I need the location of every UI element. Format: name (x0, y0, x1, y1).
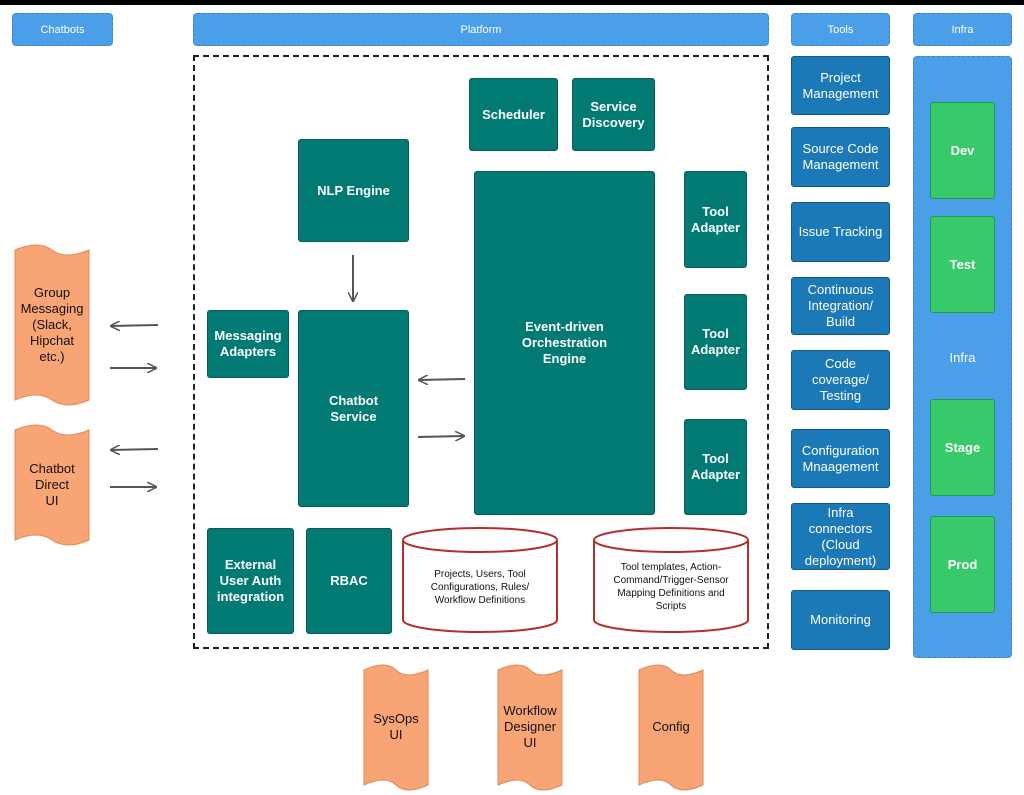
header-tools: Tools (791, 13, 890, 46)
sysops-ui-shape (363, 664, 429, 791)
tool-issue-tracking: Issue Tracking (791, 202, 890, 262)
group-messaging-shape (14, 244, 90, 406)
tool-adapter-box-3: Tool Adapter (684, 419, 747, 515)
env-stage: Stage (930, 399, 995, 496)
env-prod: Prod (930, 516, 995, 613)
config-ui-shape (638, 664, 704, 791)
tool-continuous-integration: Continuous Integration/ Build (791, 277, 890, 335)
external-auth-box: External User Auth integration (207, 528, 294, 634)
tool-adapter-box-2: Tool Adapter (684, 294, 747, 390)
scheduler-box: Scheduler (469, 78, 558, 151)
arrow-orch-chatbot (419, 379, 466, 380)
db-projects-cylinder (402, 527, 558, 633)
db-projects-label: Projects, Users, Tool Configurations, Ru… (430, 568, 530, 606)
db-templates-label: Tool templates, Action- Command/Trigger-… (613, 562, 729, 612)
tool-code-coverage: Code coverage/ Testing (791, 350, 890, 410)
tool-project-management: Project Management (791, 56, 890, 115)
tool-adapter-box-1: Tool Adapter (684, 171, 747, 268)
top-border (0, 0, 1024, 5)
sysops-ui: SysOps UI (373, 711, 419, 742)
workflow-designer-ui: Workflow Designer UI (503, 703, 557, 750)
infra-label: Infra (949, 350, 976, 365)
chatbot-direct-ui-shape (14, 424, 90, 546)
orchestration-engine-box: Event-driven Orchestration Engine (474, 171, 655, 515)
nlp-engine-box: NLP Engine (298, 139, 409, 242)
header-chatbots: Chatbots (12, 13, 113, 46)
messaging-adapters-box: Messaging Adapters (207, 310, 289, 378)
arrow-direct-in (111, 449, 159, 450)
service-discovery-box: Service Discovery (572, 78, 655, 151)
db-templates-cylinder (593, 527, 749, 633)
tool-source-code-management: Source Code Management (791, 127, 890, 187)
config-ui: Config (652, 719, 690, 734)
workflow-designer-ui-shape (497, 664, 563, 791)
chatbot-direct-ui: Chatbot Direct UI (29, 461, 75, 508)
arrow-group-in (111, 325, 159, 326)
chatbot-service-box: Chatbot Service (298, 310, 409, 507)
tool-infra-connectors: Infra connectors (Cloud deployment) (791, 503, 890, 570)
tool-configuration-management: Configuration Mnaagement (791, 429, 890, 488)
tool-monitoring: Monitoring (791, 590, 890, 650)
env-dev: Dev (930, 102, 995, 199)
header-platform: Platform (193, 13, 769, 46)
group-messaging: Group Messaging (Slack, Hipchat etc.) (20, 285, 84, 364)
env-test: Test (930, 216, 995, 313)
platform-boundary (193, 55, 769, 649)
rbac-box: RBAC (306, 528, 392, 634)
header-infra: Infra (913, 13, 1012, 46)
arrow-chatbot-orch (417, 436, 464, 437)
